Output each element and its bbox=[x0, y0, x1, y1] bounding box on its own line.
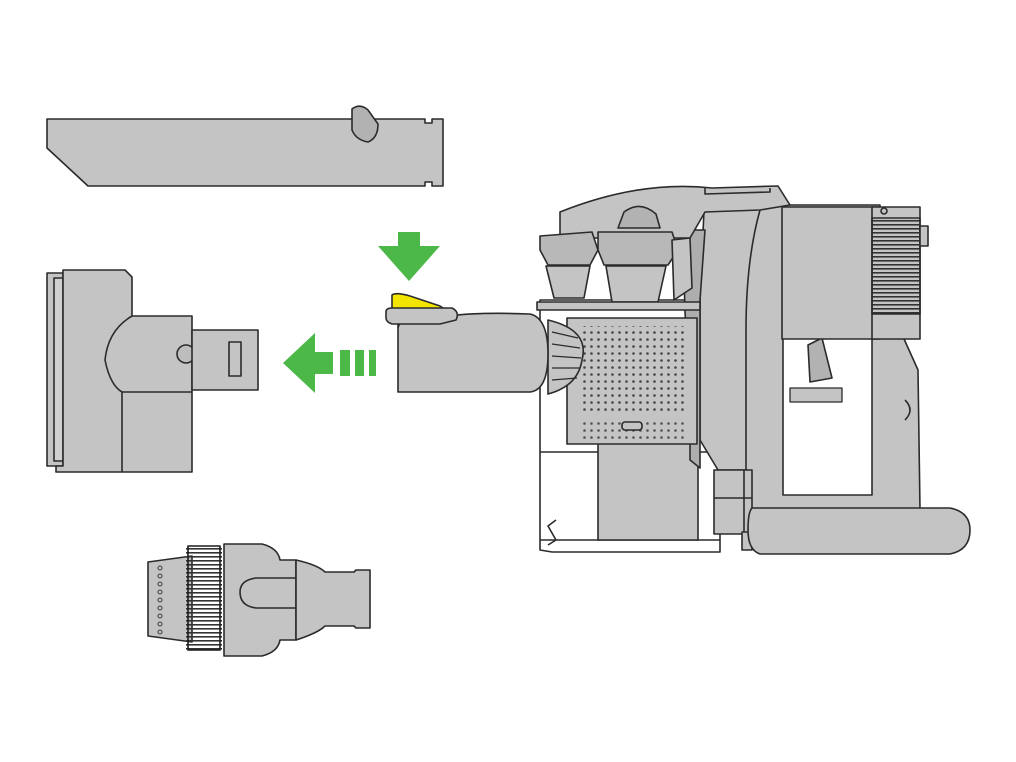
arrow-left-icon bbox=[283, 333, 376, 393]
release-button-icon bbox=[385, 292, 459, 325]
brush-holes bbox=[157, 565, 163, 635]
arrow-down-icon bbox=[378, 232, 440, 281]
motor-head-icon bbox=[46, 269, 259, 473]
brush-tool-icon bbox=[147, 543, 371, 657]
brush-bristles bbox=[186, 546, 222, 650]
vacuum-body-icon bbox=[397, 185, 971, 555]
crevice-tool-icon bbox=[46, 105, 444, 187]
